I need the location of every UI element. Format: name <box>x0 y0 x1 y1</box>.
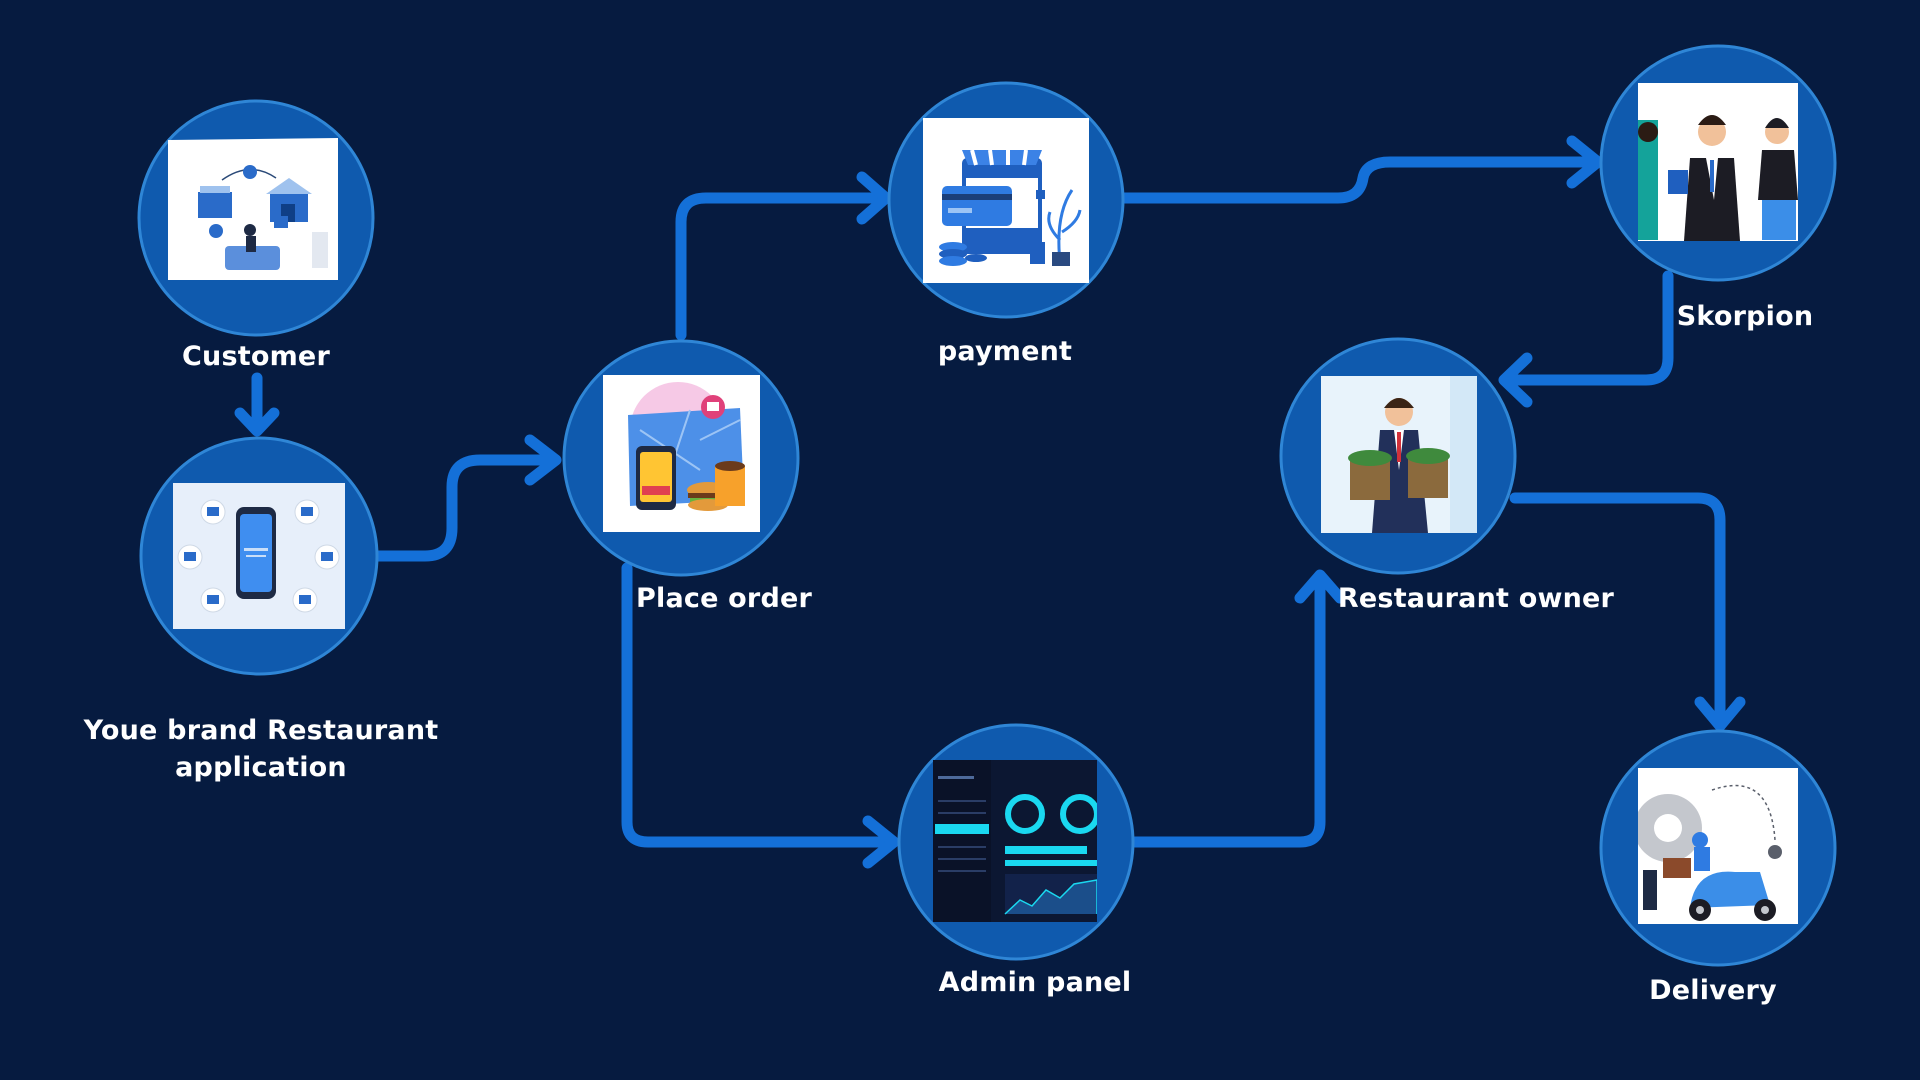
node-label-payment: payment <box>937 336 1073 367</box>
arrowhead-order-admin <box>862 815 900 869</box>
node-label-app: Youe brand Restaurant application <box>84 712 439 786</box>
arrowhead-skorpion-owner <box>1498 352 1533 408</box>
dashboard-illustration <box>933 760 1097 922</box>
customer-shopping-illustration <box>168 138 338 280</box>
businessman-illustration <box>1321 376 1477 533</box>
arrowhead-app-order <box>524 434 562 486</box>
node-label-app-line1: Youe brand Restaurant <box>83 715 439 746</box>
node-label-owner: Restaurant owner <box>1337 583 1615 614</box>
arrowhead-payment-skorpion <box>1566 135 1604 189</box>
connector-order-payment <box>675 192 886 341</box>
connector-app-order <box>369 454 559 562</box>
node-label-place-order: Place order <box>636 583 812 614</box>
business-team-illustration <box>1638 83 1798 241</box>
connector-admin-owner <box>1129 572 1326 848</box>
arrowhead-order-payment <box>856 171 892 225</box>
node-label-delivery: Delivery <box>1649 975 1777 1006</box>
mobile-app-illustration <box>173 483 345 629</box>
arrowhead-owner-delivery <box>1694 696 1746 732</box>
connector-order-admin <box>621 562 894 848</box>
connector-owner-delivery <box>1509 492 1726 728</box>
node-label-admin: Admin panel <box>938 967 1132 998</box>
node-label-customer: Customer <box>182 341 330 372</box>
node-label-skorpion: Skorpion <box>1676 301 1814 332</box>
connector-skorpion-owner <box>1500 270 1674 386</box>
arrowhead-customer-app <box>234 407 280 437</box>
food-order-illustration <box>603 375 760 532</box>
card-payment-illustration <box>923 118 1089 283</box>
scooter-delivery-illustration <box>1638 768 1798 924</box>
connector-payment-skorpion <box>1118 156 1600 204</box>
arrowhead-admin-owner <box>1294 569 1346 604</box>
node-label-app-line2: application <box>175 752 347 783</box>
